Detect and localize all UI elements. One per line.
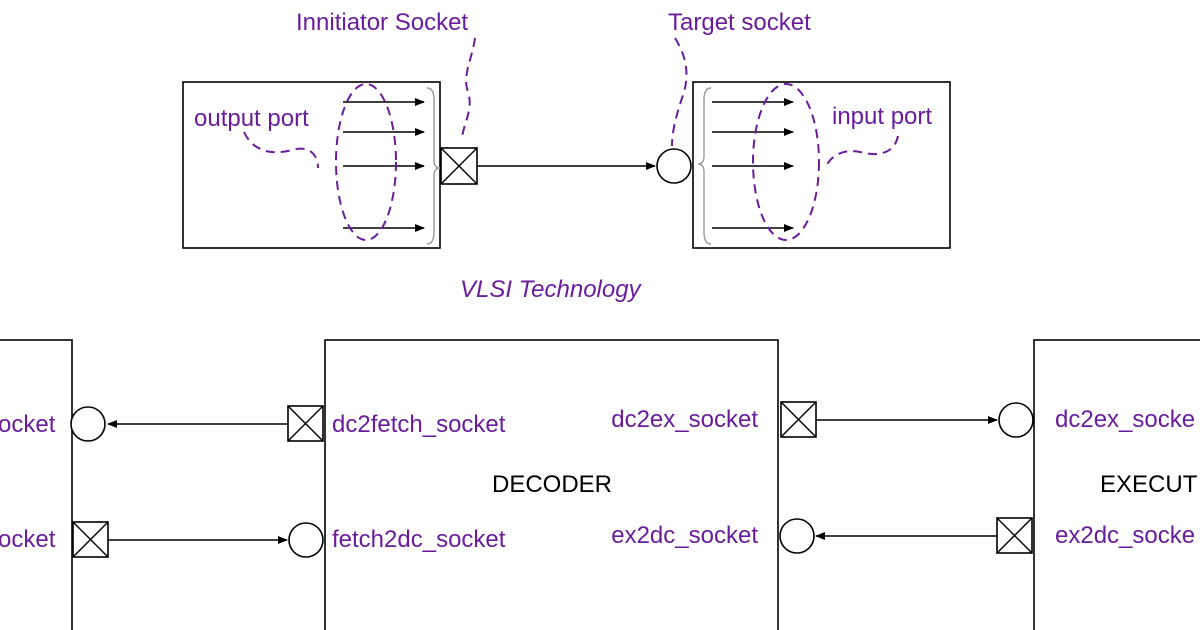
output-brace	[426, 87, 441, 245]
initiator-socket-label: Innitiator Socket	[296, 9, 468, 36]
input-port-arrows	[712, 98, 794, 232]
fetch-initiator-socket-icon	[72, 521, 109, 558]
bottom-diagram: ocket ocket dc2fetch_socket fetch2dc_soc…	[0, 339, 1200, 630]
target-module	[692, 81, 951, 249]
fetch-module	[0, 339, 73, 630]
execute-ex2dc-socket-label: ex2dc_socke	[1055, 522, 1195, 549]
initiator-callout	[461, 37, 476, 141]
initiator-socket-icon	[440, 147, 478, 185]
input-port-ellipse	[752, 83, 820, 241]
ex2dc-socket-icon	[779, 518, 815, 554]
target-socket-icon	[656, 148, 692, 184]
input-port-label: input port	[832, 103, 932, 130]
target-callout	[671, 37, 688, 147]
dc2ex-socket-icon	[780, 401, 817, 438]
execute-title: EXECUT	[1100, 471, 1198, 498]
execute-dc2ex-socket-label: dc2ex_socke	[1055, 406, 1195, 433]
fetch-socket-bottom-label: ocket	[0, 526, 56, 553]
fetch2dc-socket-label: fetch2dc_socket	[332, 526, 506, 553]
fetch2dc-socket-icon	[288, 522, 324, 558]
input-brace	[697, 87, 712, 245]
execute-ex2dc-socket-icon	[996, 517, 1033, 554]
dc2ex-socket-label: dc2ex_socket	[611, 406, 758, 433]
output-port-arrows	[343, 98, 425, 232]
fetch-socket-top-label: ocket	[0, 411, 56, 438]
decoder-title: DECODER	[492, 471, 612, 498]
input-port-callout	[825, 135, 899, 169]
initiator-module	[182, 81, 441, 249]
top-diagram: Innitiator Socket Target socket output p…	[182, 9, 951, 303]
target-socket-label: Target socket	[668, 9, 811, 36]
output-port-ellipse	[335, 83, 397, 241]
output-port-callout	[243, 131, 319, 169]
execute-dc2ex-socket-icon	[998, 402, 1034, 438]
decoder-module	[324, 339, 779, 630]
output-port-label: output port	[194, 105, 309, 132]
dc2fetch-socket-icon	[287, 405, 324, 442]
dc2fetch-socket-label: dc2fetch_socket	[332, 411, 506, 438]
execute-module	[1033, 339, 1200, 630]
watermark: VLSI Technology	[460, 276, 643, 303]
ex2dc-socket-label: ex2dc_socket	[611, 522, 758, 549]
fetch-target-socket-icon	[70, 406, 106, 442]
